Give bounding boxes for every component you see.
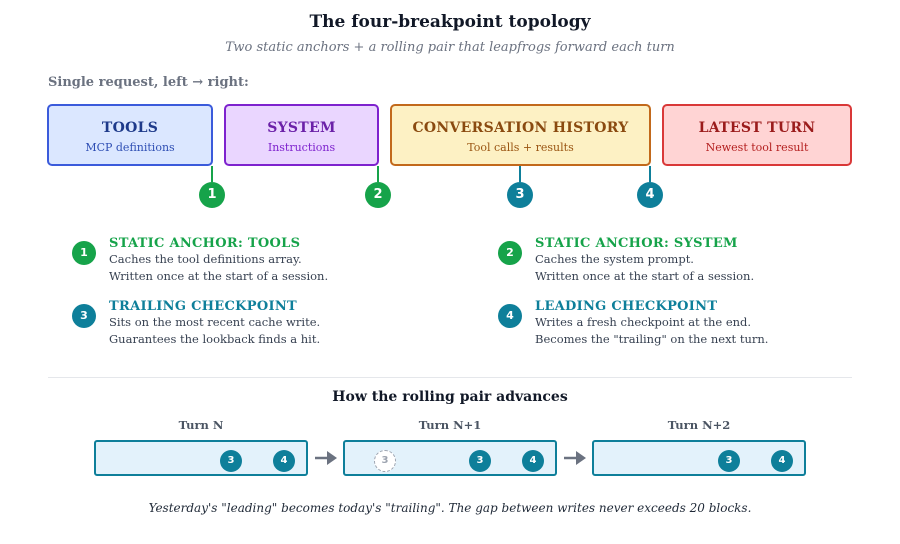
breakpoint-3-marker: 3 bbox=[507, 182, 533, 208]
turn-n1-leading-badge: 4 bbox=[522, 450, 544, 472]
turn-n2-label: Turn N+2 bbox=[667, 418, 731, 432]
segment-system-name: SYSTEM bbox=[267, 120, 336, 136]
segment-system-sub: Instructions bbox=[267, 141, 336, 154]
breakpoint-4-connector bbox=[649, 166, 651, 182]
legend-static-system: STATIC ANCHOR: SYSTEM Caches the system … bbox=[535, 236, 895, 285]
legend-2-line-1: Caches the system prompt. bbox=[535, 252, 694, 266]
legend-4-badge: 4 bbox=[498, 304, 522, 328]
segment-history-name: CONVERSATION HISTORY bbox=[412, 120, 629, 136]
section-divider bbox=[48, 377, 852, 378]
turn-n2-leading-badge: 4 bbox=[771, 450, 793, 472]
segment-latest-name: LATEST TURN bbox=[698, 120, 816, 136]
segment-latest-turn: LATEST TURN Newest tool result bbox=[662, 104, 852, 166]
breakpoint-4-marker: 4 bbox=[637, 182, 663, 208]
breakpoint-1-connector bbox=[211, 166, 213, 182]
breakpoint-2-connector bbox=[377, 166, 379, 182]
diagram-title: The four-breakpoint topology bbox=[309, 12, 591, 32]
turn-n2-trailing-badge: 3 bbox=[718, 450, 740, 472]
advance-arrow-icon bbox=[564, 451, 586, 465]
legend-4-line-2: Becomes the "trailing" on the next turn. bbox=[535, 332, 769, 346]
diagram-subtitle: Two static anchors + a rolling pair that… bbox=[225, 40, 675, 55]
segment-conversation-history: CONVERSATION HISTORY Tool calls + result… bbox=[390, 104, 651, 166]
segment-tools-sub: MCP definitions bbox=[85, 141, 175, 154]
legend-3-line-2: Guarantees the lookback finds a hit. bbox=[109, 332, 321, 346]
turn-n1-ghost-badge: 3 bbox=[374, 450, 396, 472]
segment-tools-name: TOOLS bbox=[101, 120, 159, 136]
segment-tools: TOOLS MCP definitions bbox=[47, 104, 213, 166]
diagram-caption: Yesterday's "leading" becomes today's "t… bbox=[148, 501, 752, 515]
turn-n1-box: 3 3 4 bbox=[343, 440, 557, 476]
turn-n1-trailing-badge: 3 bbox=[469, 450, 491, 472]
advance-arrow-icon bbox=[315, 451, 337, 465]
legend-1-line-2: Written once at the start of a session. bbox=[109, 269, 329, 283]
legend-2-line-2: Written once at the start of a session. bbox=[535, 269, 755, 283]
legend-4-heading: LEADING CHECKPOINT bbox=[535, 299, 718, 314]
legend-1-line-1: Caches the tool definitions array. bbox=[109, 252, 302, 266]
section-label: Single request, left → right: bbox=[48, 75, 249, 90]
turn-n-trailing-badge: 3 bbox=[220, 450, 242, 472]
turn-n-leading-badge: 4 bbox=[273, 450, 295, 472]
breakpoint-1-marker: 1 bbox=[199, 182, 225, 208]
legend-trailing: TRAILING CHECKPOINT Sits on the most rec… bbox=[109, 299, 469, 348]
legend-1-heading: STATIC ANCHOR: TOOLS bbox=[109, 236, 301, 251]
legend-static-tools: STATIC ANCHOR: TOOLS Caches the tool def… bbox=[109, 236, 469, 285]
breakpoint-2-marker: 2 bbox=[365, 182, 391, 208]
legend-1-badge: 1 bbox=[72, 241, 96, 265]
legend-3-badge: 3 bbox=[72, 304, 96, 328]
breakpoint-3-connector bbox=[519, 166, 521, 182]
legend-4-line-1: Writes a fresh checkpoint at the end. bbox=[535, 315, 752, 329]
segment-system: SYSTEM Instructions bbox=[224, 104, 379, 166]
turn-n1-label: Turn N+1 bbox=[418, 418, 482, 432]
turn-n-box: 3 4 bbox=[94, 440, 308, 476]
legend-leading: LEADING CHECKPOINT Writes a fresh checkp… bbox=[535, 299, 895, 348]
rolling-pair-title: How the rolling pair advances bbox=[332, 389, 568, 405]
segment-history-sub: Tool calls + results bbox=[467, 141, 574, 154]
segment-latest-sub: Newest tool result bbox=[705, 141, 809, 154]
legend-3-heading: TRAILING CHECKPOINT bbox=[109, 299, 297, 314]
legend-3-line-1: Sits on the most recent cache write. bbox=[109, 315, 321, 329]
legend-2-heading: STATIC ANCHOR: SYSTEM bbox=[535, 236, 738, 251]
turn-n-label: Turn N bbox=[178, 418, 224, 432]
legend-2-badge: 2 bbox=[498, 241, 522, 265]
turn-n2-box: 3 4 bbox=[592, 440, 806, 476]
